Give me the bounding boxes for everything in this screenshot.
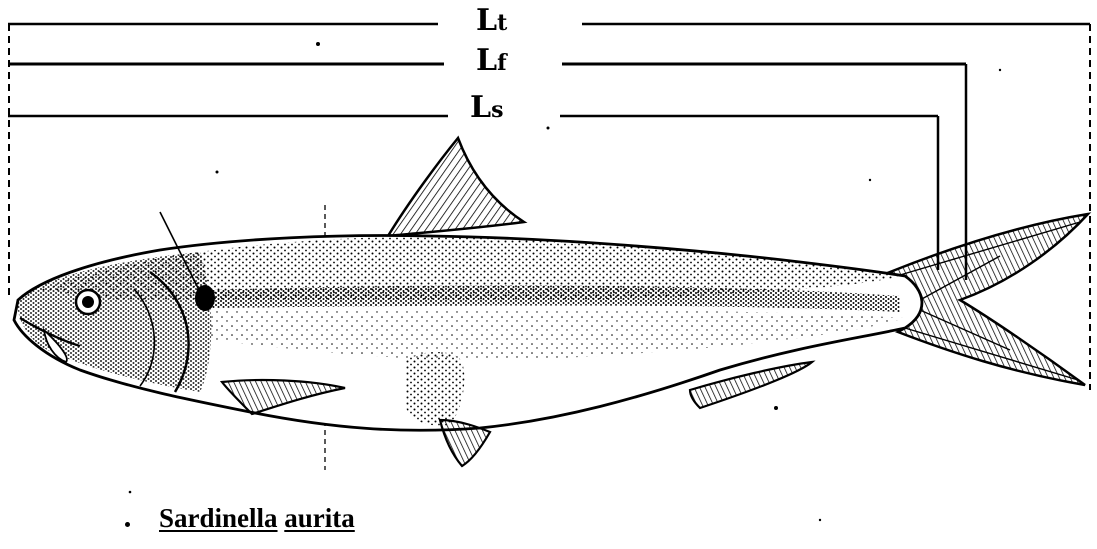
caption-bullet <box>125 522 130 527</box>
fork-length-sub: f <box>497 50 506 76</box>
caption-species: aurita <box>284 503 355 533</box>
total-length-main: L <box>476 3 497 38</box>
fork-length-label: Lf <box>476 46 507 76</box>
standard-length-sub: s <box>491 97 503 123</box>
total-length-label: Lt <box>476 6 507 36</box>
fish-body <box>14 212 922 430</box>
standard-length-main: L <box>470 90 491 125</box>
total-length-sub: t <box>497 10 507 36</box>
standard-length-label: Ls <box>470 93 503 123</box>
species-caption: Sardinella aurita <box>159 503 355 534</box>
caption-genus: Sardinella <box>159 503 278 533</box>
dorsal-fin <box>388 138 524 236</box>
fork-length-main: L <box>476 43 497 78</box>
